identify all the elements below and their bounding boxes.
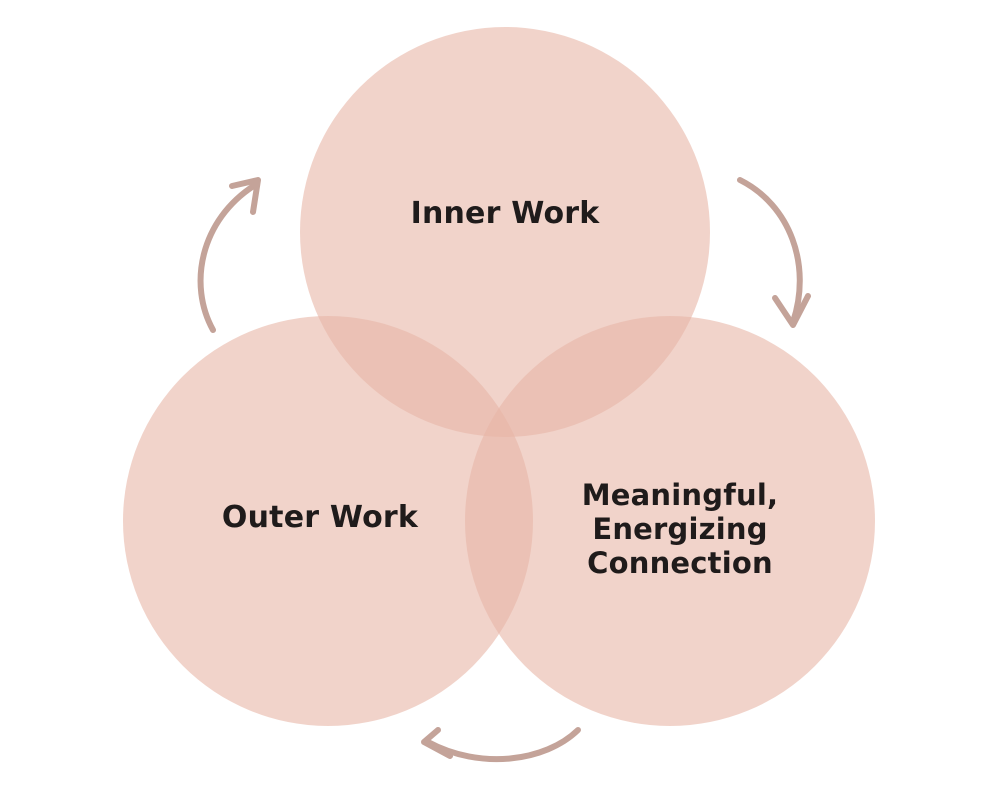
circle-connection xyxy=(465,316,875,726)
connection-label: Meaningful, Energizing Connection xyxy=(540,478,820,580)
connection-label-line-1: Meaningful, xyxy=(581,478,779,512)
inner-work-label: Inner Work xyxy=(410,196,600,231)
cycle-arrow-top-left xyxy=(197,177,261,333)
connection-label-line-3: Connection xyxy=(587,546,773,580)
cycle-arrow-bottom xyxy=(421,727,581,763)
outer-work-label: Outer Work xyxy=(221,500,419,535)
cycle-arrow-top-right xyxy=(737,177,811,328)
circle-outer-work xyxy=(123,316,533,726)
connection-label-line-2: Energizing xyxy=(592,512,768,546)
